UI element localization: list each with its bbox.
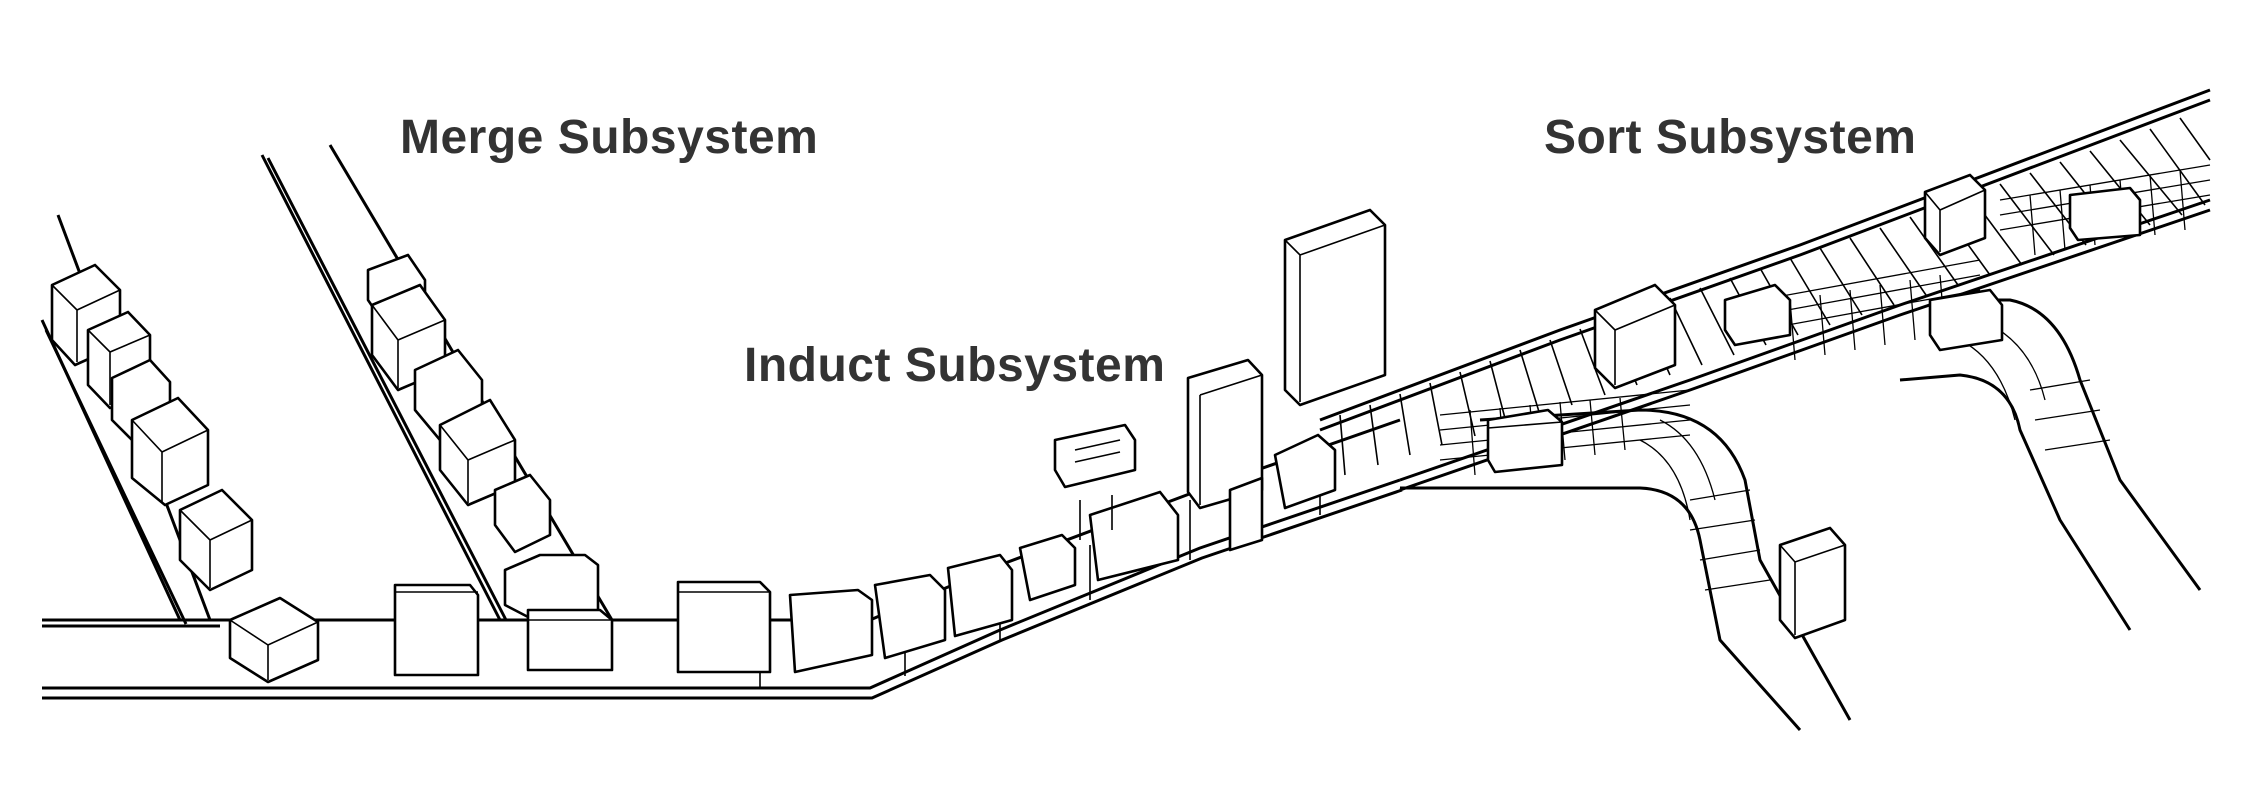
merge-right-packages xyxy=(366,253,600,620)
induct-subsystem-label: Induct Subsystem xyxy=(744,339,1166,392)
sort-branch-right xyxy=(1899,288,2202,631)
sort-packages xyxy=(1486,173,2142,474)
merge-subsystem-label: Merge Subsystem xyxy=(400,111,819,164)
sort-branch-left xyxy=(1400,408,1852,731)
trunk-packages xyxy=(228,433,1337,684)
induct-equipment xyxy=(1053,208,1387,552)
sort-subsystem-label: Sort Subsystem xyxy=(1544,111,1917,164)
merge-left-packages xyxy=(50,263,254,592)
